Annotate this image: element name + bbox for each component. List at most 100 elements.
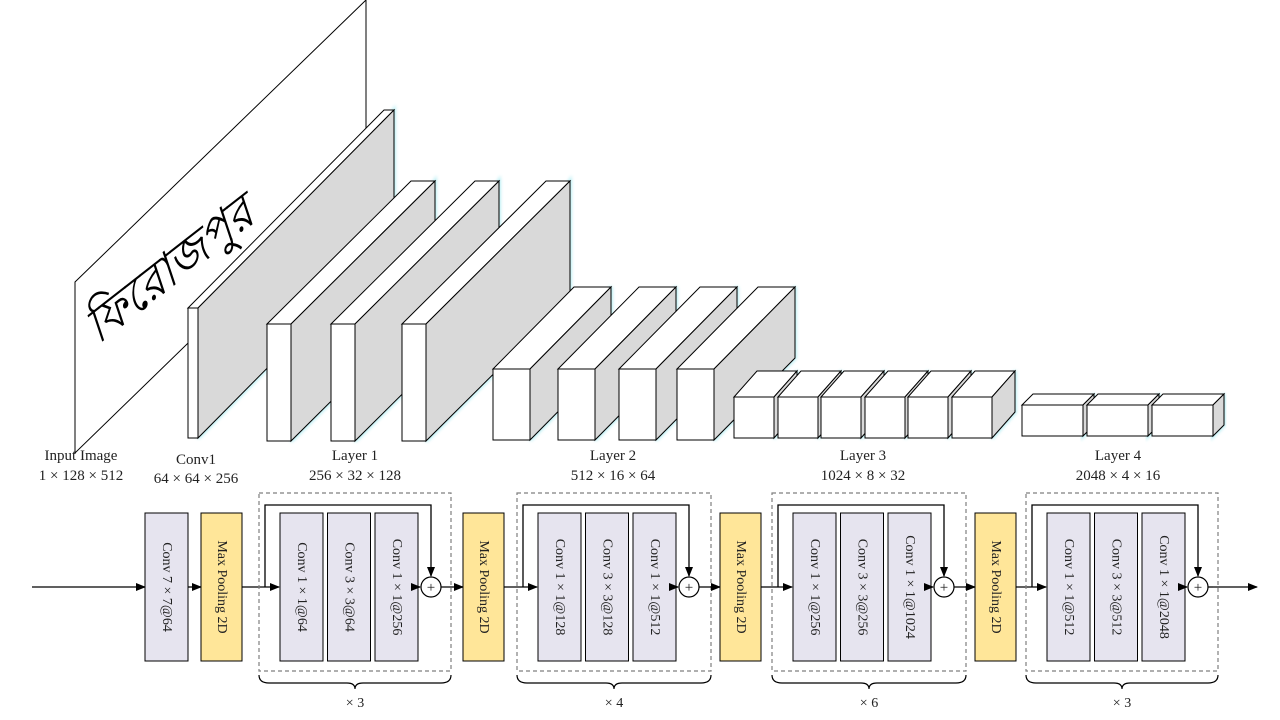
conv-block: Conv 1 × 1@256 (792, 512, 837, 662)
repeat-region (516, 492, 712, 672)
max-pooling-label: Max Pooling 2D (214, 540, 229, 633)
feature-map-slab (1150, 392, 1226, 441)
layer2-dims: 512 × 16 × 64 (571, 468, 656, 484)
slab-front-face (864, 396, 906, 439)
slab-front-face (676, 368, 715, 441)
repeat-count: × 3 (346, 696, 364, 711)
layer4-label: Layer 4 (1095, 448, 1142, 464)
conv1-dims: 64 × 64 × 256 (154, 471, 239, 487)
feature-map-slab (950, 369, 1017, 440)
conv-block: Conv 3 × 3@512 (1094, 512, 1138, 662)
conv-block-label: Conv 3 × 3@256 (855, 539, 870, 636)
input-label: Input Image (45, 448, 118, 464)
skip-connection (522, 504, 693, 587)
slab-front-face (266, 323, 292, 442)
conv-block: Conv 1 × 1@512 (1046, 512, 1091, 662)
feature-map-slabs (186, 104, 1226, 443)
slab-front-face (618, 368, 657, 441)
max-pooling-block: Max Pooling 2D (974, 512, 1017, 662)
feature-map-slab (819, 369, 886, 440)
residual-groups: Max Pooling 2D Conv 1 × 1@64 Conv 3 × 3@64… (200, 492, 1219, 711)
repeat-count: × 6 (860, 696, 878, 711)
skip-connection (1031, 504, 1202, 587)
repeat-count: × 3 (1113, 696, 1131, 711)
conv-block-label: Conv 3 × 3@128 (600, 539, 615, 636)
max-pooling-label: Max Pooling 2D (988, 540, 1003, 633)
conv-block: Conv 3 × 3@128 (585, 512, 629, 662)
repeat-region (1025, 492, 1219, 672)
residual-group: Max Pooling 2D Conv 1 × 1@512 Conv 3 × 3@5… (974, 492, 1219, 711)
conv-block-label: Conv 1 × 1@1024 (902, 535, 917, 639)
conv-block-label: Conv 1 × 1@512 (647, 539, 662, 636)
slab-front-face (733, 396, 775, 439)
slab-front-face (557, 368, 596, 441)
residual-group: Max Pooling 2D Conv 1 × 1@256 Conv 3 × 3@2… (719, 492, 976, 711)
slab-front-face (1086, 404, 1149, 437)
conv-block-label: Conv 1 × 1@64 (294, 542, 309, 632)
max-pooling-block: Max Pooling 2D (462, 512, 505, 662)
layer-pipeline: Conv 7 × 7@64 Max Pooling 2D Conv 1 × 1@6… (32, 492, 1258, 711)
repeat-brace (516, 674, 712, 690)
conv-block-label: Conv 1 × 1@256 (807, 539, 822, 636)
repeat-brace (258, 674, 452, 690)
max-pooling-block: Max Pooling 2D (719, 512, 762, 662)
conv-block-label: Conv 1 × 1@2048 (1156, 535, 1171, 639)
input-dims: 1 × 128 × 512 (39, 468, 123, 484)
conv-block-label: Conv 3 × 3@512 (1109, 539, 1124, 636)
slab-front-face (951, 396, 993, 439)
repeat-brace (1025, 674, 1219, 690)
feature-map-slab (1020, 392, 1096, 441)
add-node: + (1187, 576, 1209, 598)
slab-front-face (187, 307, 199, 439)
layer1-dims: 256 × 32 × 128 (309, 468, 401, 484)
add-symbol: + (940, 580, 948, 596)
slab-front-face (1151, 404, 1214, 437)
conv-block: Conv 1 × 1@512 (632, 512, 677, 662)
conv-block: Conv 1 × 1@256 (374, 512, 419, 662)
conv-block: Conv 1 × 1@64 (279, 512, 324, 662)
conv1-block-label: Conv 7 × 7@64 (159, 542, 174, 632)
repeat-count: × 4 (605, 696, 623, 711)
repeat-region (771, 492, 967, 672)
slab-front-face (330, 323, 356, 442)
residual-group: Max Pooling 2D Conv 1 × 1@128 Conv 3 × 3@1… (462, 492, 721, 711)
add-symbol: + (427, 580, 435, 596)
stage-labels: Input Image 1 × 128 × 512 Conv1 64 × 64 … (39, 448, 1161, 487)
skip-connection (777, 504, 948, 587)
feature-map-slab (1085, 392, 1161, 441)
conv-block: Conv 1 × 1@2048 (1141, 512, 1186, 662)
layer3-dims: 1024 × 8 × 32 (821, 468, 905, 484)
slab-front-face (907, 396, 949, 439)
slab-front-face (492, 368, 531, 441)
residual-group: Max Pooling 2D Conv 1 × 1@64 Conv 3 × 3@64… (200, 492, 464, 711)
conv-block-label: Conv 1 × 1@128 (552, 539, 567, 636)
conv1-block: Conv 7 × 7@64 (144, 512, 189, 662)
conv-block: Conv 3 × 3@256 (840, 512, 884, 662)
add-node: + (678, 576, 700, 598)
add-symbol: + (685, 580, 693, 596)
layer4-dims: 2048 × 4 × 16 (1076, 468, 1161, 484)
add-node: + (420, 576, 442, 598)
slab-front-face (401, 323, 427, 442)
repeat-brace (771, 674, 967, 690)
repeat-region (258, 492, 452, 672)
add-node: + (933, 576, 955, 598)
conv1-label: Conv1 (176, 452, 216, 468)
conv-block: Conv 1 × 1@1024 (887, 512, 932, 662)
conv-block: Conv 1 × 1@128 (537, 512, 582, 662)
conv-block-label: Conv 3 × 3@64 (342, 542, 357, 632)
max-pooling-block: Max Pooling 2D (200, 512, 243, 662)
add-symbol: + (1194, 580, 1202, 596)
slab-top-face (1150, 393, 1226, 406)
layer1-label: Layer 1 (332, 448, 378, 464)
layer2-label: Layer 2 (590, 448, 636, 464)
conv-block-label: Conv 1 × 1@512 (1061, 539, 1076, 636)
skip-connection (264, 504, 435, 587)
slab-top-face (1085, 393, 1161, 406)
slab-top-face (1020, 393, 1096, 406)
slab-front-face (1021, 404, 1084, 437)
conv-block: Conv 3 × 3@64 (327, 512, 371, 662)
slab-front-face (820, 396, 862, 439)
slab-front-face (777, 396, 819, 439)
